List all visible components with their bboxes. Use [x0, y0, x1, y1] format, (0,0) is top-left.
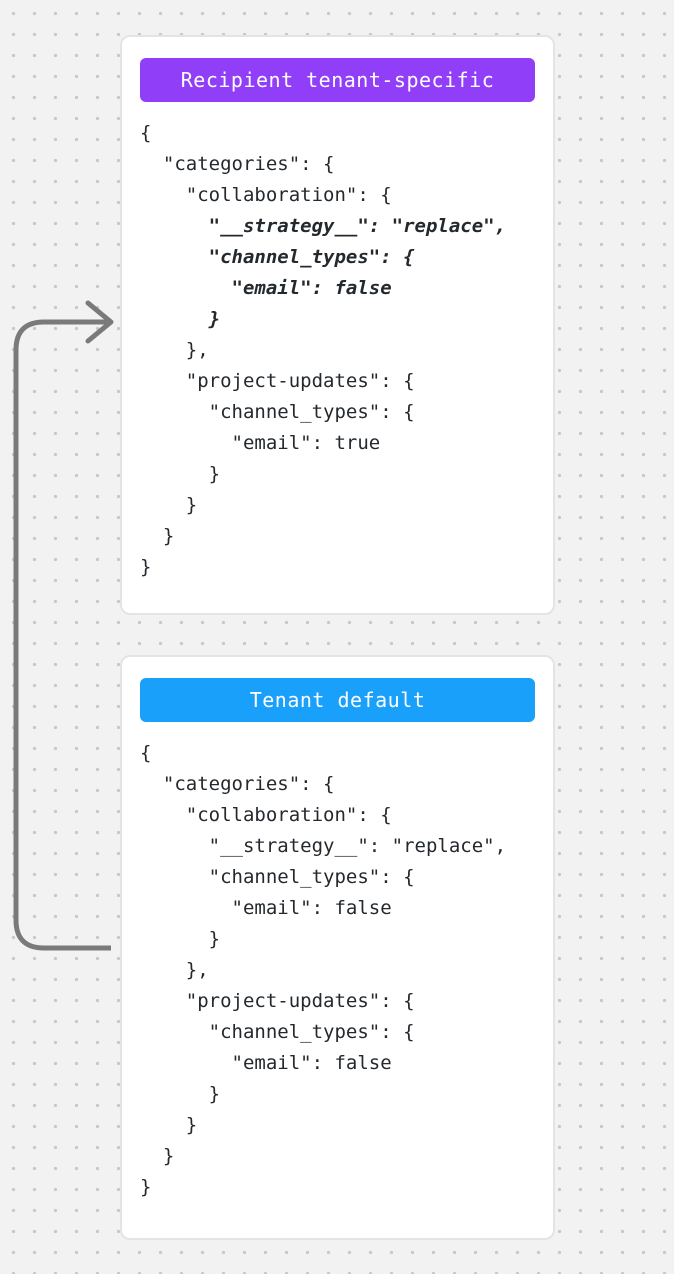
- code-line: "email": true: [140, 432, 381, 454]
- code-line: }: [140, 556, 152, 578]
- code-line: "categories": {: [140, 153, 335, 175]
- code-line: }: [140, 494, 198, 516]
- code-line: "collaboration": {: [140, 804, 392, 826]
- code-line: "email": false: [140, 1052, 392, 1074]
- code-line: }: [140, 1083, 221, 1105]
- code-line: "__strategy__": "replace",: [140, 215, 507, 237]
- code-line: "__strategy__": "replace",: [140, 835, 507, 857]
- code-line: }: [140, 928, 221, 950]
- arrow-head-icon: [85, 300, 114, 344]
- code-line: }: [140, 463, 221, 485]
- code-line: "channel_types": {: [140, 866, 415, 888]
- tenant-default-badge: Tenant default: [140, 678, 535, 722]
- code-line: "email": false: [140, 897, 392, 919]
- code-line: "project-updates": {: [140, 370, 415, 392]
- code-line: "collaboration": {: [140, 184, 392, 206]
- tenant-default-card: Tenant default { "categories": { "collab…: [120, 655, 555, 1240]
- recipient-json-code-block: { "categories": { "collaboration": { "__…: [122, 118, 553, 583]
- code-line: "categories": {: [140, 773, 335, 795]
- arrow-line: [13, 319, 111, 951]
- code-line: "channel_types": {: [140, 246, 415, 268]
- code-line: "channel_types": {: [140, 1021, 415, 1043]
- recipient-tenant-specific-card: Recipient tenant-specific { "categories"…: [120, 35, 555, 615]
- tenant-default-json-code-block: { "categories": { "collaboration": { "__…: [122, 738, 553, 1203]
- code-line: "email": false: [140, 277, 392, 299]
- code-line: "channel_types": {: [140, 401, 415, 423]
- recipient-tenant-specific-badge: Recipient tenant-specific: [140, 58, 535, 102]
- code-line: }: [140, 308, 221, 330]
- code-line: {: [140, 742, 152, 764]
- code-line: },: [140, 339, 209, 361]
- code-line: }: [140, 1145, 175, 1167]
- code-line: }: [140, 1176, 152, 1198]
- code-line: {: [140, 122, 152, 144]
- code-line: }: [140, 525, 175, 547]
- code-line: }: [140, 1114, 198, 1136]
- code-line: },: [140, 959, 209, 981]
- code-line: "project-updates": {: [140, 990, 415, 1012]
